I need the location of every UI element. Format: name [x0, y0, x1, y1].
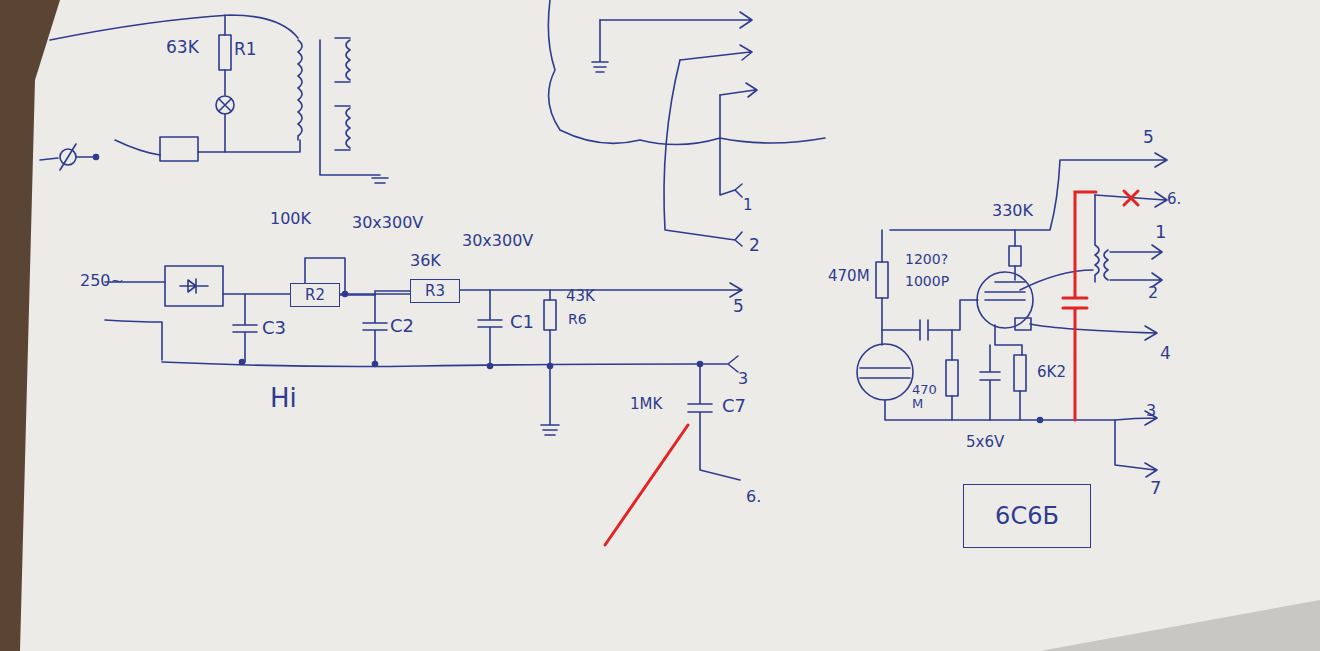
component-label: 2 — [749, 236, 760, 255]
component-label: 1MK — [630, 396, 662, 413]
part-label: R3 — [425, 282, 445, 300]
component-label: 5 — [733, 297, 744, 316]
resistor-box: R3 — [410, 279, 460, 303]
component-label: C2 — [390, 316, 414, 336]
component-label: 1 — [1155, 222, 1166, 242]
component-label: 6. — [746, 488, 761, 506]
component-label: R6 — [568, 312, 587, 327]
component-label: 5 — [1143, 128, 1154, 147]
component-label: 43K — [566, 288, 595, 305]
component-label: 1 — [743, 197, 753, 214]
component-label: C7 — [722, 396, 746, 416]
component-label: 470 M — [912, 383, 940, 412]
component-label: 36K — [410, 252, 441, 270]
component-label: 4 — [1160, 344, 1171, 363]
component-label: 1000P — [905, 274, 949, 289]
component-label: 330K — [992, 202, 1033, 220]
component-label: 6. — [1167, 191, 1181, 208]
part-label: 6С6Б — [995, 502, 1059, 530]
component-label: 30x300V — [462, 232, 533, 250]
component-label: C3 — [262, 318, 286, 338]
component-label: 63K — [166, 38, 199, 57]
wire — [340, 291, 410, 295]
part-label: R2 — [305, 286, 325, 304]
component-label: 100K — [270, 210, 311, 228]
tube-type-box: 6С6Б — [963, 484, 1091, 548]
component-label: 6K2 — [1037, 364, 1066, 381]
component-label: 470M — [828, 268, 870, 285]
component-label: Hi — [270, 384, 297, 413]
component-label: 3 — [738, 370, 748, 388]
component-label: 30x300V — [352, 214, 423, 232]
component-label: 7 — [1150, 478, 1161, 498]
resistor-box: R2 — [290, 283, 340, 307]
component-label: 2 — [1148, 284, 1158, 302]
component-label: C1 — [510, 312, 534, 332]
component-label: 250~ — [80, 272, 124, 290]
component-label: 3 — [1146, 402, 1156, 420]
component-label: 1200? — [905, 252, 948, 267]
component-label: R1 — [234, 40, 257, 59]
component-label: 5x6V — [966, 434, 1004, 451]
